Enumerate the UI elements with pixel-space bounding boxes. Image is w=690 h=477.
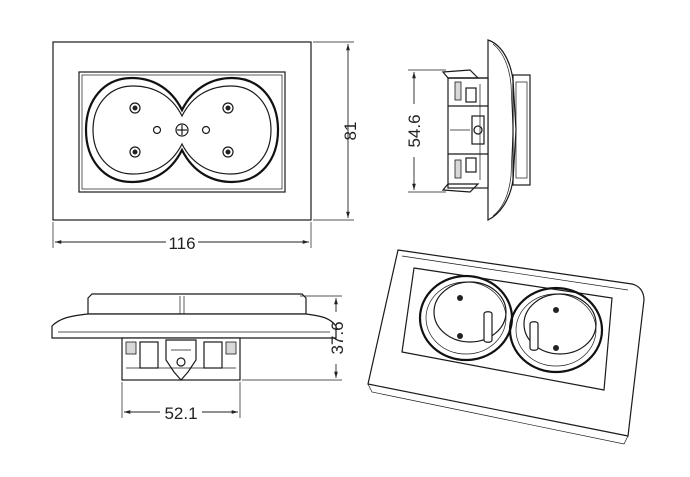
bottom-terminal bbox=[165, 339, 197, 381]
side-cover-face bbox=[512, 74, 531, 186]
front-view bbox=[52, 41, 312, 221]
side-view bbox=[441, 39, 531, 221]
side-frame-profile bbox=[487, 39, 517, 221]
iso-earth-pin-right bbox=[529, 321, 539, 351]
iso-socket-right bbox=[508, 286, 604, 374]
bottom-frame-profile bbox=[51, 313, 337, 339]
isometric-view bbox=[367, 249, 645, 445]
dimension-54-6-label: 54.6 bbox=[405, 114, 424, 147]
dimension-54-6: 54.6 bbox=[405, 69, 446, 193]
dimension-37-6-label: 37.6 bbox=[328, 321, 347, 354]
front-frame-inner-edge bbox=[81, 74, 283, 190]
left-earth-pin bbox=[152, 125, 162, 135]
center-screw bbox=[175, 123, 189, 137]
side-claw-bottom bbox=[441, 183, 480, 193]
iso-earth-pin-left bbox=[483, 311, 493, 343]
iso-frame-outer bbox=[367, 249, 645, 437]
right-socket-hole-bottom bbox=[222, 146, 234, 158]
dimension-52-1-label: 52.1 bbox=[164, 404, 197, 423]
dimension-52-1: 52.1 bbox=[121, 382, 241, 423]
bottom-mechanism bbox=[121, 337, 241, 381]
dimension-116: 116 bbox=[52, 222, 312, 253]
right-socket-hole-top bbox=[222, 102, 234, 114]
dimension-81-label: 81 bbox=[341, 122, 360, 141]
socket-outline bbox=[84, 76, 280, 184]
front-frame-inner bbox=[78, 71, 286, 193]
dimension-81: 81 bbox=[313, 41, 360, 221]
front-frame-outer bbox=[52, 41, 312, 221]
left-socket-hole-bottom bbox=[129, 146, 141, 158]
bottom-cover-profile bbox=[87, 293, 307, 315]
side-claw-top bbox=[441, 69, 480, 79]
dimension-37-6: 37.6 bbox=[242, 295, 347, 381]
left-socket-hole-top bbox=[129, 102, 141, 114]
bottom-view bbox=[51, 293, 337, 381]
dimension-116-label: 116 bbox=[168, 234, 195, 253]
right-earth-pin bbox=[201, 125, 211, 135]
socket-inner-outline bbox=[92, 85, 272, 175]
